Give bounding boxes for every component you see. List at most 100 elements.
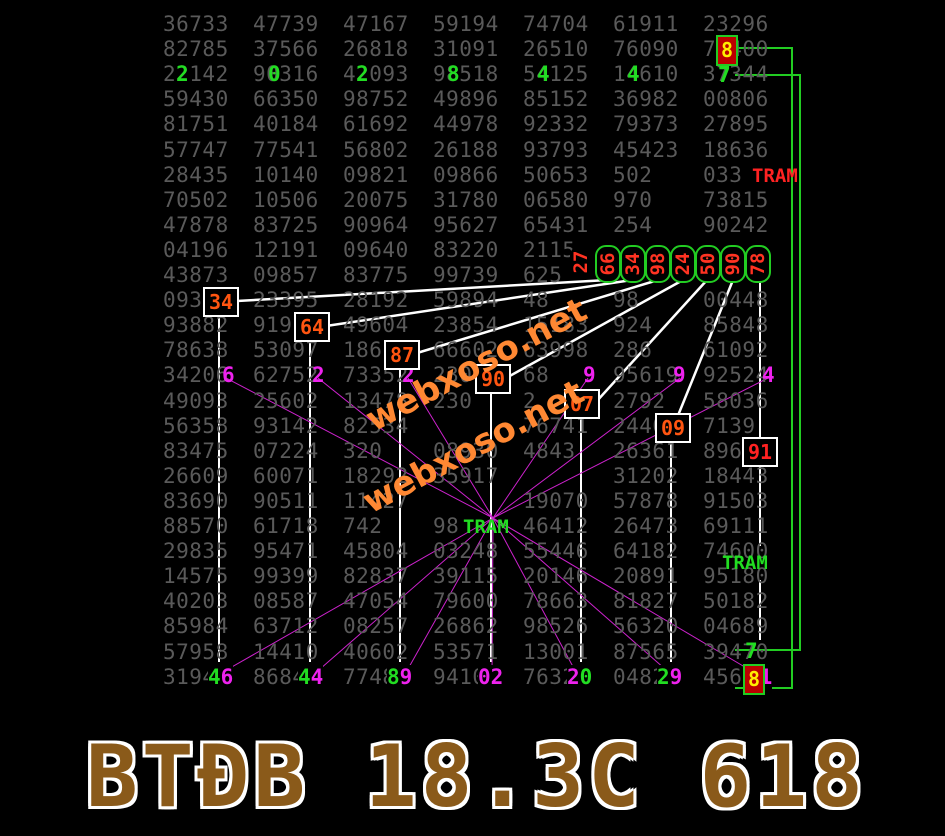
grid-cell: 50653 xyxy=(523,162,589,187)
grid-cell: 14575 xyxy=(163,564,229,589)
result-box: 07 xyxy=(564,389,600,419)
grid-cell: 26862 xyxy=(433,614,499,639)
grid-cell: 68 xyxy=(523,363,550,388)
grid-cell: 47739 xyxy=(253,12,319,36)
grid-cell: 742 xyxy=(343,514,383,538)
grid-cell: 95627 xyxy=(433,212,499,237)
highlight-digit: 0 xyxy=(268,62,281,87)
tram-connector xyxy=(311,517,494,677)
tram-connector xyxy=(492,377,769,519)
grid-cell: 2115 xyxy=(523,237,576,262)
result-box: 87 xyxy=(384,340,420,370)
grid-cell: 79600 xyxy=(433,589,499,614)
result-box: 64 xyxy=(294,312,330,342)
pill-number: 50 xyxy=(695,245,721,283)
grid-cell: 53571 xyxy=(433,639,499,664)
grid-cell: 60071 xyxy=(253,463,319,488)
grid-cell: 98 xyxy=(613,288,640,313)
grid-cell: 47054 xyxy=(343,589,409,614)
grid-cell: 45423 xyxy=(613,137,679,162)
grid-cell: 23395 xyxy=(253,288,319,313)
grid-cell: 13478 xyxy=(343,388,409,413)
grid-cell: 99739 xyxy=(433,263,499,287)
grid-cell: 92332 xyxy=(523,112,589,137)
grid-cell: 09640 xyxy=(343,237,409,262)
grid-cell: 49896 xyxy=(433,87,499,112)
grid-cell: 09866 xyxy=(433,162,499,187)
inner-bracket xyxy=(735,74,801,651)
grid-cell: 18443 xyxy=(703,463,769,488)
grid-cell: 82837 xyxy=(343,564,409,589)
grid-cell: 10140 xyxy=(253,162,319,187)
grid-cell: 93142 xyxy=(253,413,319,438)
grid-cell: 28435 xyxy=(163,162,229,187)
grid-cell: 83725 xyxy=(253,212,319,237)
grid-cell: 61718 xyxy=(253,514,319,538)
grid-cell: 78638 xyxy=(163,338,229,363)
grid-cell: 81827 xyxy=(613,589,679,614)
grid-cell: 63998 xyxy=(523,338,589,363)
grid-cell: 88570 xyxy=(163,514,229,538)
grid-cell: 26473 xyxy=(613,514,679,538)
highlight-digit: 4 xyxy=(762,363,775,388)
grid-cell: 85984 xyxy=(163,614,229,639)
grid-cell: 66602 xyxy=(433,338,499,363)
grid-cell: 85152 xyxy=(523,87,589,112)
grid-cell: 98 xyxy=(433,514,460,538)
result-box: 34 xyxy=(203,287,239,317)
grid-cell: 48 xyxy=(523,288,550,313)
grid-cell: 70502 xyxy=(163,187,229,212)
grid-cell: 61092 xyxy=(703,338,769,363)
grid-cell: 77541 xyxy=(253,137,319,162)
grid-cell: 82785 xyxy=(163,37,229,62)
grid-cell: 90316 xyxy=(253,62,319,87)
grid-cell: 36982 xyxy=(613,87,679,112)
tram-connector xyxy=(492,517,674,677)
grid-cell: 08930 xyxy=(433,438,499,463)
grid-cell: 57878 xyxy=(613,488,679,513)
grid-cell: 45804 xyxy=(343,539,409,564)
grid-cell: 26510 xyxy=(523,37,589,62)
grid-cell: 74600 xyxy=(703,539,769,564)
tram-connector xyxy=(407,377,494,519)
highlight-digit: 4 xyxy=(537,62,550,87)
grid-cell: 76090 xyxy=(613,37,679,62)
grid-cell: 63712 xyxy=(253,614,319,639)
grid-cell: 11427 xyxy=(343,488,409,513)
grid-cell: 82534 xyxy=(343,413,409,438)
tram-connector xyxy=(215,517,494,677)
grid-cell: 49604 xyxy=(343,313,409,338)
pill-connector xyxy=(595,279,708,403)
corner-digit-lower: 7 xyxy=(745,639,758,663)
grid-cell: 20075 xyxy=(343,187,409,212)
pill-number: 24 xyxy=(670,245,696,283)
highlight-digit: 6 xyxy=(222,363,235,388)
tram-connector xyxy=(317,377,494,519)
pill-connector xyxy=(505,278,684,380)
highlight-digit: 7 xyxy=(718,62,731,87)
grid-cell: 04196 xyxy=(163,237,229,262)
grid-cell: 10506 xyxy=(253,187,319,212)
highlight-digit: 9 xyxy=(673,363,686,388)
bottom-pair: 20 xyxy=(567,664,593,690)
highlight-digit: 8 xyxy=(447,62,460,87)
grid-cell: 09821 xyxy=(343,162,409,187)
grid-cell: 13001 xyxy=(523,639,589,664)
highlight-digit: 9 xyxy=(583,363,596,388)
grid-cell: 896 xyxy=(703,438,743,463)
grid-cell: 06580 xyxy=(523,187,589,212)
grid-cell: 25602 xyxy=(253,388,319,413)
grid-cell: 92524 xyxy=(703,363,769,388)
grid-cell: 26188 xyxy=(433,137,499,162)
grid-cell: 40184 xyxy=(253,112,319,137)
grid-cell: 90964 xyxy=(343,212,409,237)
grid-cell: 35917 xyxy=(433,463,499,488)
corner-digit-top: 8 xyxy=(716,35,738,66)
bottom-pair: 29 xyxy=(657,664,683,690)
grid-cell: 254 xyxy=(613,212,653,237)
grid-cell: 09857 xyxy=(253,263,319,287)
pill-connector xyxy=(325,278,633,328)
grid-cell: 78663 xyxy=(523,589,589,614)
pill-number: 98 xyxy=(645,245,671,283)
grid-cell: 65431 xyxy=(523,212,589,237)
